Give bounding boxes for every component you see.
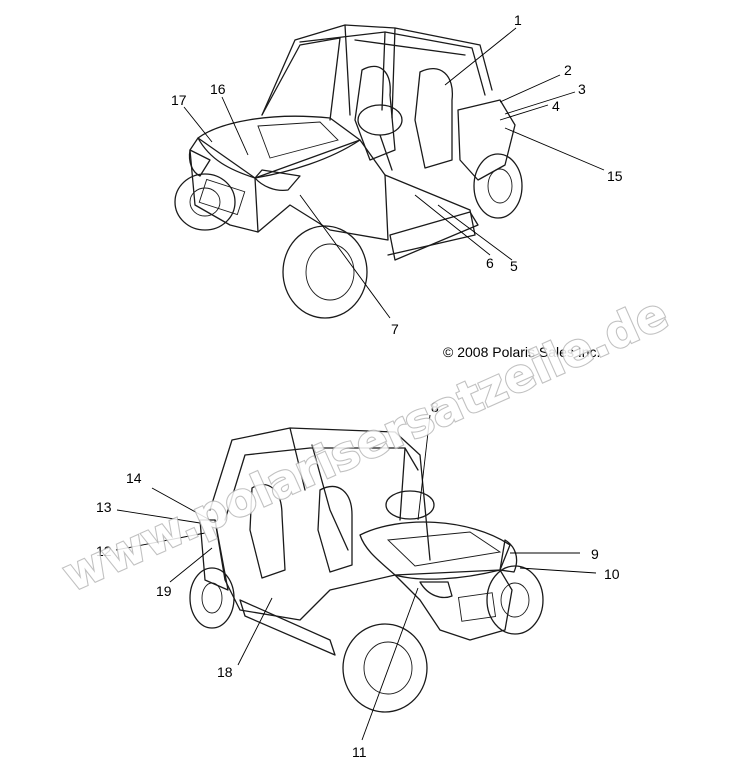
callout-5: 5 [510,258,518,274]
callout-8: 8 [431,399,439,415]
callout-17: 17 [171,92,187,108]
callout-9: 9 [591,546,599,562]
callout-1: 1 [514,12,522,28]
callout-12: 12 [96,543,112,559]
callout-6: 6 [486,255,494,271]
callout-11: 11 [352,744,367,760]
callout-18: 18 [217,664,233,680]
top-vehicle-drawing [174,24,523,319]
callout-13: 13 [96,499,112,515]
callout-3: 3 [578,81,586,97]
watermark-text: www.polarisersatzeile.de [55,286,676,602]
bottom-vehicle-drawing [189,427,544,713]
callout-14: 14 [126,470,142,486]
callout-19: 19 [156,583,172,599]
callout-2: 2 [564,62,572,78]
callout-7: 7 [391,321,399,337]
callout-4: 4 [552,98,560,114]
callout-numbers: 1 2 3 4 15 16 17 6 5 7 8 14 13 12 19 9 1… [96,12,623,760]
leader-lines [115,27,605,741]
copyright-text: © 2008 Polaris Sales Inc. [443,344,600,360]
callout-15: 15 [607,168,623,184]
callout-10: 10 [604,566,620,582]
callout-16: 16 [210,81,226,97]
